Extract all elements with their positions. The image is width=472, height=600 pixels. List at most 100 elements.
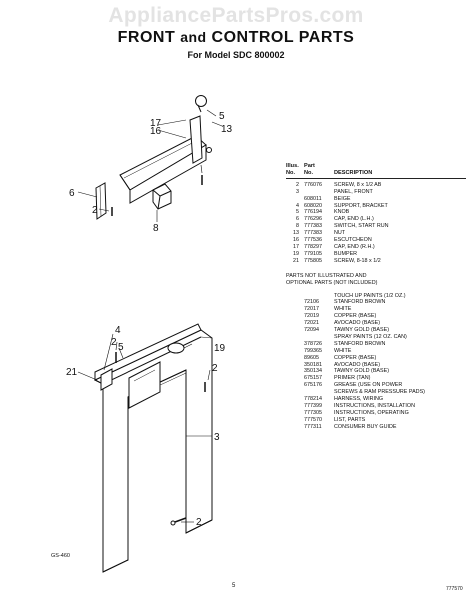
not-illustrated-line-2: OPTIONAL PARTS (NOT INCLUDED) <box>286 279 378 286</box>
illus-number <box>286 410 304 417</box>
part-description: STANFORD BROWN <box>334 340 386 347</box>
part-description: LIST, PARTS <box>334 416 366 423</box>
illus-number <box>286 306 304 313</box>
part-number: 777305 <box>304 409 322 416</box>
part-description: TAWNY GOLD (BASE) <box>334 368 390 375</box>
parts-row: 608011 BEIGE <box>286 196 466 203</box>
illus-number <box>286 341 304 348</box>
part-number: 608020 <box>304 202 322 209</box>
part-number: 775805 <box>304 257 322 264</box>
parts-row: 799365 WHITE <box>286 348 466 355</box>
part-description: SPRAY PAINTS (12 OZ. CAN) <box>334 333 407 340</box>
illus-number <box>286 375 304 382</box>
parts-row: TOUCH UP PAINTS (1/2 OZ.) <box>286 293 466 300</box>
part-description: SCREW, 8 x 1/2 AB <box>334 181 382 188</box>
part-description: BEIGE <box>334 195 351 202</box>
illus-number <box>286 334 304 341</box>
callout-19: 19 <box>214 343 226 354</box>
callout-13: 13 <box>221 124 233 135</box>
part-description: TAWNY GOLD (BASE) <box>334 327 390 334</box>
page-subtitle: For Model SDC 800002 <box>187 50 285 60</box>
part-description: CAP, END (L.H.) <box>334 216 374 223</box>
part-number: 675157 <box>304 375 322 382</box>
part-description: ESCUTCHEON <box>334 237 372 244</box>
col-description: DESCRIPTION <box>334 169 373 176</box>
part-number: 72021 <box>304 320 319 327</box>
part-number: 777570 <box>304 416 322 423</box>
part-number: 799365 <box>304 347 322 354</box>
part-number: 776194 <box>304 209 322 216</box>
escutcheon-assembly <box>77 95 223 222</box>
part-number: 608011 <box>304 195 322 202</box>
parts-row: 378726 STANFORD BROWN <box>286 341 466 348</box>
illus-number: 4 <box>296 202 299 209</box>
callout-6: 6 <box>69 188 75 199</box>
parts-row: 777570 LIST, PARTS <box>286 417 466 424</box>
part-number: 777383 <box>304 223 322 230</box>
illus-number <box>286 348 304 355</box>
callout-2-panel: 2 <box>212 363 218 374</box>
illus-number: 16 <box>293 237 299 244</box>
callout-5-upper: 5 <box>219 111 225 122</box>
part-number: 777399 <box>304 403 322 409</box>
part-description: WHITE <box>334 347 352 354</box>
part-number: 776296 <box>304 216 322 223</box>
part-description: SCREWS & RAM PRESSURE PADS) <box>334 389 425 396</box>
illus-number: 8 <box>296 223 299 230</box>
title-front: FRONT <box>117 29 176 46</box>
not-illustrated-line-1: PARTS NOT ILLUSTRATED AND <box>286 272 367 279</box>
drawing-code: GS-460 <box>51 553 70 559</box>
part-number: 378726 <box>304 340 322 347</box>
illus-number: 6 <box>296 216 299 223</box>
callout-2-bracket: 2 <box>111 337 117 348</box>
part-description: TOUCH UP PAINTS (1/2 OZ.) <box>334 292 406 299</box>
col-illus-1: Illus. <box>286 163 299 169</box>
illus-number <box>286 293 304 300</box>
part-number: 777311 <box>304 423 322 430</box>
callout-2-bottom: 2 <box>196 517 202 528</box>
illus-number <box>286 355 304 362</box>
col-part-2: No. <box>304 169 314 176</box>
part-number <box>304 334 334 341</box>
part-description: SCREW, 8-18 x 1/2 <box>334 257 381 264</box>
page-number: 5 <box>232 583 236 589</box>
illus-number <box>286 299 304 306</box>
illus-number: 19 <box>293 250 299 257</box>
part-description: SUPPORT, BRACKET <box>334 202 388 209</box>
part-description: KNOB <box>334 209 350 216</box>
part-number: 89605 <box>304 354 319 361</box>
illus-number <box>286 327 304 334</box>
part-number: 777383 <box>304 230 322 237</box>
callout-4: 4 <box>115 325 121 336</box>
part-description: HARNESS, WIRING <box>334 396 384 403</box>
illus-number <box>286 382 304 389</box>
parts-list-header: Illus. No. Part No. DESCRIPTION <box>286 163 466 177</box>
illus-number: 3 <box>296 188 299 195</box>
col-illus-2: No. <box>286 169 296 176</box>
part-description: COPPER (BASE) <box>334 354 377 361</box>
part-description: AVOCADO (BASE) <box>334 361 381 368</box>
illus-number <box>286 389 304 396</box>
callout-2-upper: 2 <box>92 205 98 216</box>
part-description: COPPER (BASE) <box>334 313 377 320</box>
illus-number: 17 <box>293 243 299 250</box>
part-number: 72017 <box>304 306 319 313</box>
illus-number <box>286 424 304 431</box>
part-description: GREASE (USE ON POWER <box>334 382 403 389</box>
part-description: STANFORD BROWN <box>334 299 386 306</box>
part-number: 350134 <box>304 368 322 375</box>
parts-row: 350134 TAWNY GOLD (BASE) <box>286 368 466 375</box>
